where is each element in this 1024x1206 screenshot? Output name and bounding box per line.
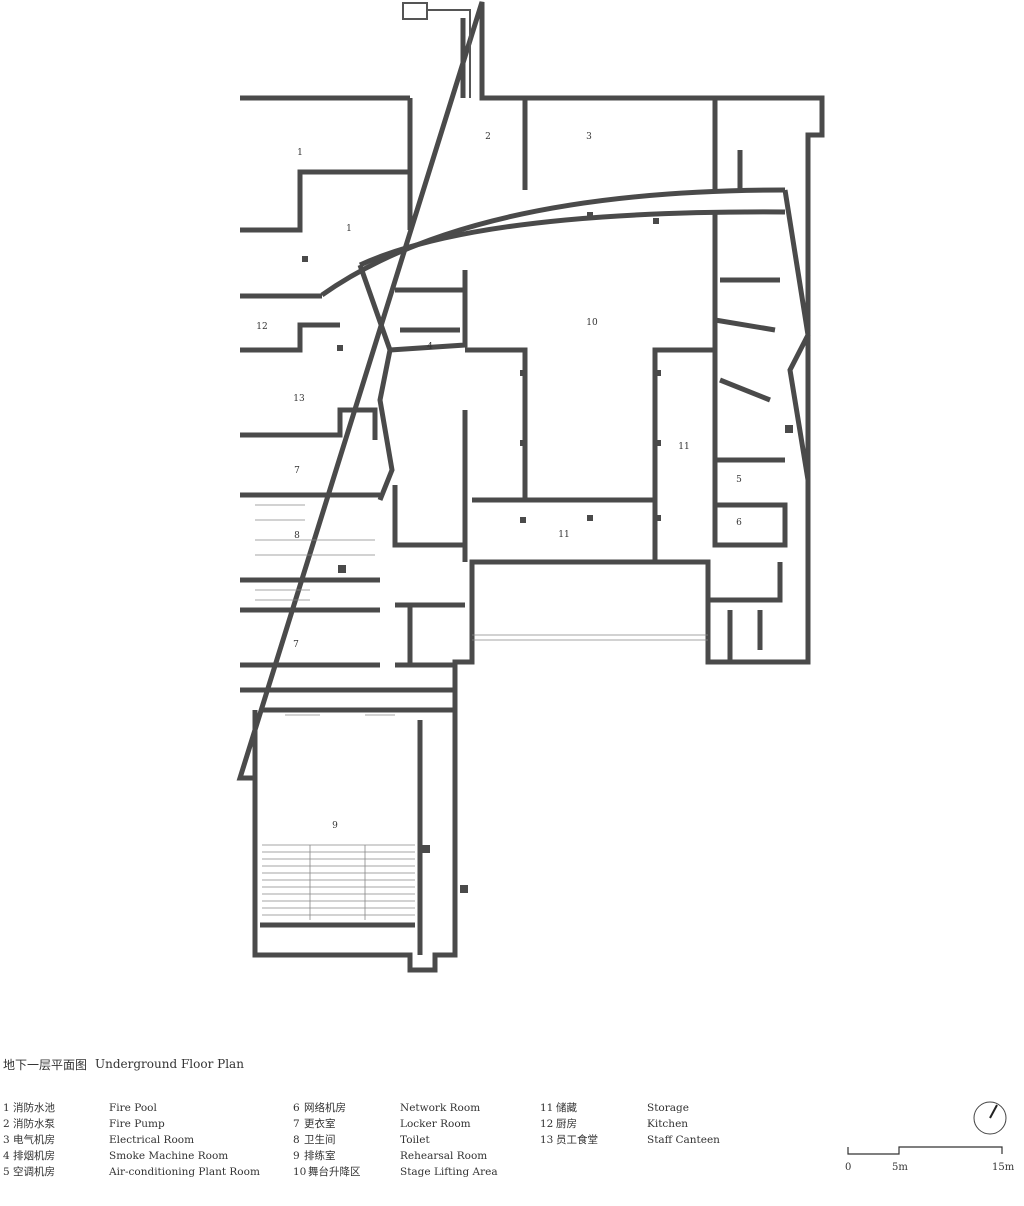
legend-cn: 网络机房	[304, 1102, 346, 1114]
legend-num: 8	[293, 1134, 300, 1146]
scale-and-north	[847, 1101, 1007, 1155]
legend-cn: 消防水池	[13, 1102, 55, 1114]
room-label: 7	[293, 640, 299, 650]
floor-plan: 1 1 2 3 4 5 6 7 7 8 9 10 11 11 12 13	[236, 1, 825, 973]
legend-en: Fire Pump	[109, 1118, 165, 1130]
legend-en: Electrical Room	[109, 1134, 195, 1146]
room-label: 1	[297, 148, 303, 158]
legend-num: 11	[540, 1102, 554, 1114]
room-labels: 1 1 2 3 4 5 6 7 7 8 9 10 11 11 12 13	[256, 132, 742, 831]
legend-en: Rehearsal Room	[400, 1150, 488, 1162]
legend-num: 9	[293, 1150, 300, 1162]
room-label: 3	[586, 132, 592, 142]
legend-num: 4	[3, 1150, 10, 1162]
scale-bar	[847, 1146, 1003, 1155]
room-label: 12	[256, 322, 267, 332]
legend-num: 13	[540, 1134, 554, 1146]
room-label: 6	[736, 518, 742, 528]
legend-en: Storage	[647, 1102, 689, 1114]
toilet-stalls	[255, 504, 395, 716]
columns	[302, 212, 793, 893]
room-label: 8	[294, 531, 300, 541]
plan-title-en: Underground Floor Plan	[95, 1057, 244, 1071]
legend-en: Fire Pool	[109, 1102, 157, 1114]
scale-label-5m: 5m	[892, 1162, 908, 1173]
legend-num: 1	[3, 1102, 10, 1114]
legend-num: 12	[540, 1118, 554, 1130]
legend-cn: 储藏	[556, 1102, 577, 1114]
legend-en: Staff Canteen	[647, 1134, 720, 1146]
room-label: 1	[346, 224, 352, 234]
legend-num: 2	[3, 1118, 10, 1130]
legend-num: 7	[293, 1118, 300, 1130]
legend-cn: 电气机房	[13, 1134, 55, 1146]
legend-cn: 舞台升降区	[308, 1166, 361, 1178]
legend-en: Stage Lifting Area	[400, 1166, 498, 1178]
legend-num: 10	[293, 1166, 307, 1178]
scale-label-0: 0	[845, 1162, 852, 1173]
legend-cn: 员工食堂	[556, 1134, 598, 1146]
plan-title-cn: 地下一层平面图	[3, 1058, 88, 1072]
legend-cn: 更衣室	[304, 1118, 336, 1130]
interior-walls	[240, 98, 811, 955]
legend-en: Network Room	[400, 1102, 481, 1114]
legend-cn: 厨房	[556, 1118, 577, 1130]
legend-num: 6	[293, 1102, 300, 1114]
room-label: 2	[485, 132, 491, 142]
room-label: 10	[586, 318, 598, 328]
legend-cn: 卫生间	[304, 1134, 336, 1146]
room-label: 4	[427, 342, 433, 352]
room-label: 5	[736, 475, 742, 485]
legend-en: Locker Room	[400, 1118, 471, 1130]
legend-num: 5	[3, 1166, 10, 1178]
legend-en: Smoke Machine Room	[109, 1150, 229, 1162]
legend-cn: 消防水泵	[13, 1118, 55, 1130]
legend-cn: 排练室	[304, 1150, 336, 1162]
room-label: 7	[294, 466, 300, 476]
room-label: 11	[558, 530, 569, 540]
legend-en: Air-conditioning Plant Room	[109, 1166, 260, 1178]
room-label: 9	[332, 821, 338, 831]
legend-en: Toilet	[400, 1134, 430, 1146]
legend-cn: 排烟机房	[13, 1150, 55, 1162]
rehearsal-steps	[262, 844, 415, 920]
bridge-link	[472, 634, 708, 641]
legend-num: 3	[3, 1134, 10, 1146]
room-label: 13	[293, 394, 305, 404]
exterior-walls	[236, 1, 825, 973]
legend-cn: 空调机房	[13, 1166, 55, 1178]
room-label: 11	[678, 442, 689, 452]
north-arrow-icon	[973, 1101, 1007, 1135]
scale-label-15m: 15m	[992, 1162, 1015, 1173]
legend-en: Kitchen	[647, 1118, 689, 1130]
